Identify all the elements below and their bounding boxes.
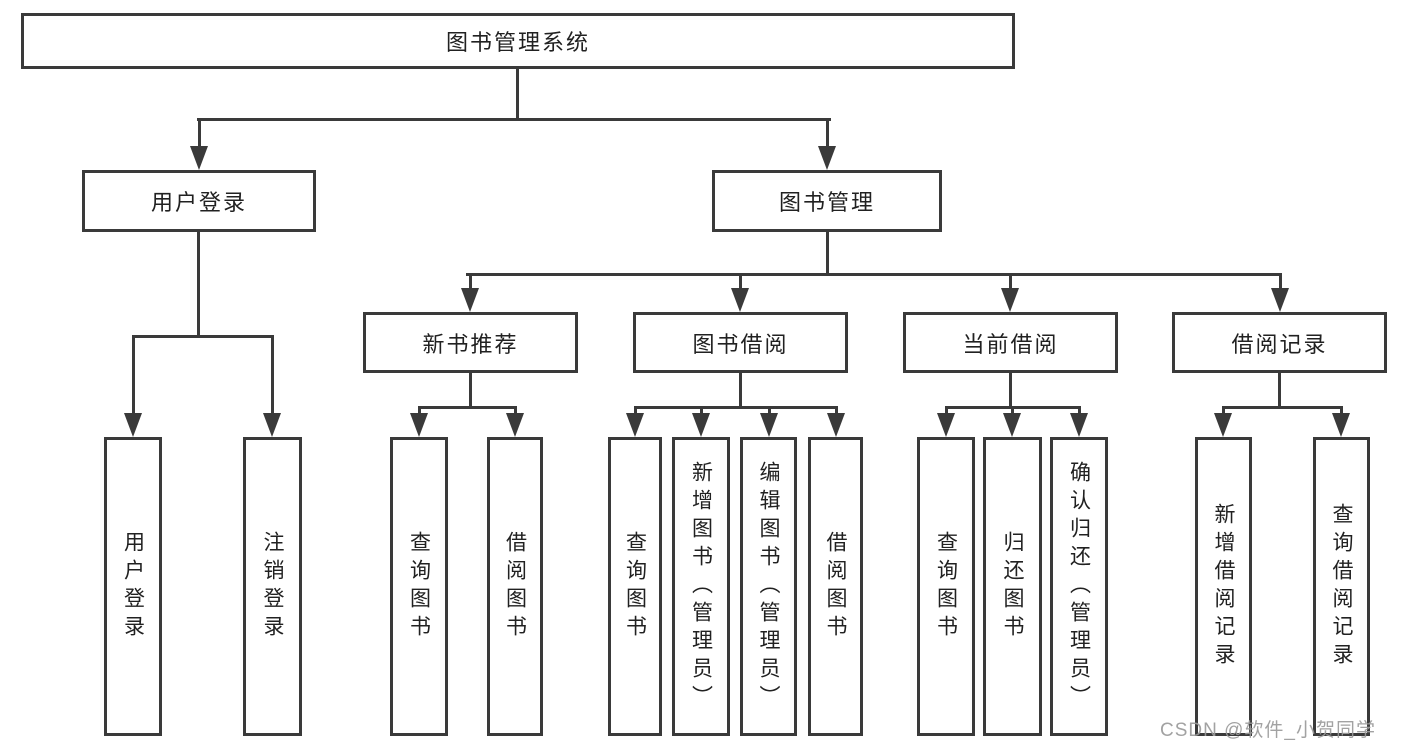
arrow-head-icon	[1332, 413, 1350, 437]
arrow-to-current-borrow	[1001, 273, 1019, 312]
connector-groupC-stem	[739, 373, 742, 406]
leaf-logout: 注销登录	[243, 437, 302, 736]
arrow-head-icon	[1271, 288, 1289, 312]
arrow-groupC-3	[760, 406, 778, 437]
node-label: 当前借阅	[962, 331, 1059, 357]
node-label: 图书借阅	[692, 331, 789, 357]
node-new-book-recommend: 新书推荐	[363, 312, 578, 373]
connector-groupC-splitter	[634, 406, 837, 409]
arrow-to-leaf-user-login	[124, 335, 142, 437]
node-label: 新书推荐	[422, 331, 519, 357]
node-label: 编辑图书（管理员）	[757, 460, 780, 713]
arrow-to-book-borrow	[731, 273, 749, 312]
connector-root-splitter	[197, 118, 831, 121]
leaf-add-borrow-record: 新增借阅记录	[1195, 437, 1252, 736]
node-label: 确认归还（管理员）	[1067, 460, 1091, 713]
node-borrow-records: 借阅记录	[1172, 312, 1387, 373]
node-label: 图书管理	[778, 190, 875, 215]
connector-groupE-stem	[1278, 373, 1281, 406]
arrow-head-icon	[1214, 413, 1232, 437]
arrow-head-icon	[124, 413, 142, 437]
leaf-query-borrow-record: 查询借阅记录	[1313, 437, 1370, 736]
arrow-groupC-4	[827, 406, 845, 437]
node-label: 新增图书（管理员）	[689, 460, 713, 713]
leaf-confirm-return-admin: 确认归还（管理员）	[1050, 437, 1108, 736]
csdn-watermark: CSDN @软件_小贺同学	[1160, 720, 1376, 741]
leaf-query-books-recommend: 查询图书	[390, 437, 448, 736]
arrow-head-icon	[818, 146, 836, 170]
arrow-to-book-management	[818, 118, 836, 170]
connector-user-login-stem	[197, 232, 200, 335]
arrow-groupD-2	[1003, 406, 1021, 437]
arrow-groupE-1	[1214, 406, 1232, 437]
node-label: 用户登录	[121, 530, 145, 643]
arrow-head-icon	[827, 413, 845, 437]
arrow-head-icon	[506, 413, 524, 437]
node-label: 新增借阅记录	[1212, 502, 1235, 671]
node-label: 注销登录	[261, 530, 284, 643]
arrow-to-new-book-recommend	[461, 273, 479, 312]
node-user-login-branch: 用户登录	[82, 170, 316, 232]
arrow-head-icon	[1070, 413, 1088, 437]
node-label: 归还图书	[1001, 530, 1024, 643]
arrow-to-borrow-records	[1271, 273, 1289, 312]
node-label: 借阅图书	[503, 530, 527, 643]
node-label: 借阅图书	[824, 530, 847, 643]
connector-groupE-splitter	[1222, 406, 1342, 409]
leaf-add-books-admin: 新增图书（管理员）	[672, 437, 730, 736]
node-label: 查询图书	[623, 530, 647, 643]
leaf-return-books: 归还图书	[983, 437, 1042, 736]
arrow-head-icon	[760, 413, 778, 437]
arrow-head-icon	[626, 413, 644, 437]
arrow-groupC-1	[626, 406, 644, 437]
arrow-groupB-1	[410, 406, 428, 437]
arrow-head-icon	[1001, 288, 1019, 312]
arrow-to-user-login	[190, 118, 208, 170]
arrow-head-icon	[461, 288, 479, 312]
node-label: 用户登录	[150, 190, 247, 215]
node-current-borrow: 当前借阅	[903, 312, 1118, 373]
connector-book-mgmt-splitter	[466, 273, 1282, 276]
leaf-edit-books-admin: 编辑图书（管理员）	[740, 437, 797, 736]
arrow-to-leaf-logout	[263, 335, 281, 437]
leaf-borrow-books-recommend: 借阅图书	[487, 437, 543, 736]
node-book-management-branch: 图书管理	[712, 170, 942, 232]
node-label: 查询借阅记录	[1330, 502, 1353, 671]
connector-groupB-splitter	[418, 406, 517, 409]
arrow-head-icon	[410, 413, 428, 437]
node-label: 图书管理系统	[445, 30, 590, 55]
leaf-query-books-borrow: 查询图书	[608, 437, 662, 736]
connector-groupD-stem	[1009, 373, 1012, 406]
leaf-query-books-current: 查询图书	[917, 437, 975, 736]
arrow-groupB-2	[506, 406, 524, 437]
connector-book-mgmt-stem	[826, 232, 829, 273]
connector-user-login-splitter	[132, 335, 274, 338]
arrow-head-icon	[692, 413, 710, 437]
node-book-borrow: 图书借阅	[633, 312, 848, 373]
arrow-head-icon	[190, 146, 208, 170]
connector-root-stem	[516, 69, 519, 118]
node-label: 借阅记录	[1231, 331, 1328, 357]
arrow-head-icon	[263, 413, 281, 437]
arrow-groupC-2	[692, 406, 710, 437]
node-library-management-system: 图书管理系统	[21, 13, 1015, 69]
connector-groupB-stem	[469, 373, 472, 406]
node-label: 查询图书	[934, 530, 958, 643]
leaf-user-login: 用户登录	[104, 437, 162, 736]
arrow-head-icon	[937, 413, 955, 437]
arrow-head-icon	[731, 288, 749, 312]
arrow-groupD-3	[1070, 406, 1088, 437]
leaf-borrow-books: 借阅图书	[808, 437, 863, 736]
node-label: 查询图书	[407, 530, 431, 643]
arrow-groupD-1	[937, 406, 955, 437]
arrow-head-icon	[1003, 413, 1021, 437]
arrow-groupE-2	[1332, 406, 1350, 437]
